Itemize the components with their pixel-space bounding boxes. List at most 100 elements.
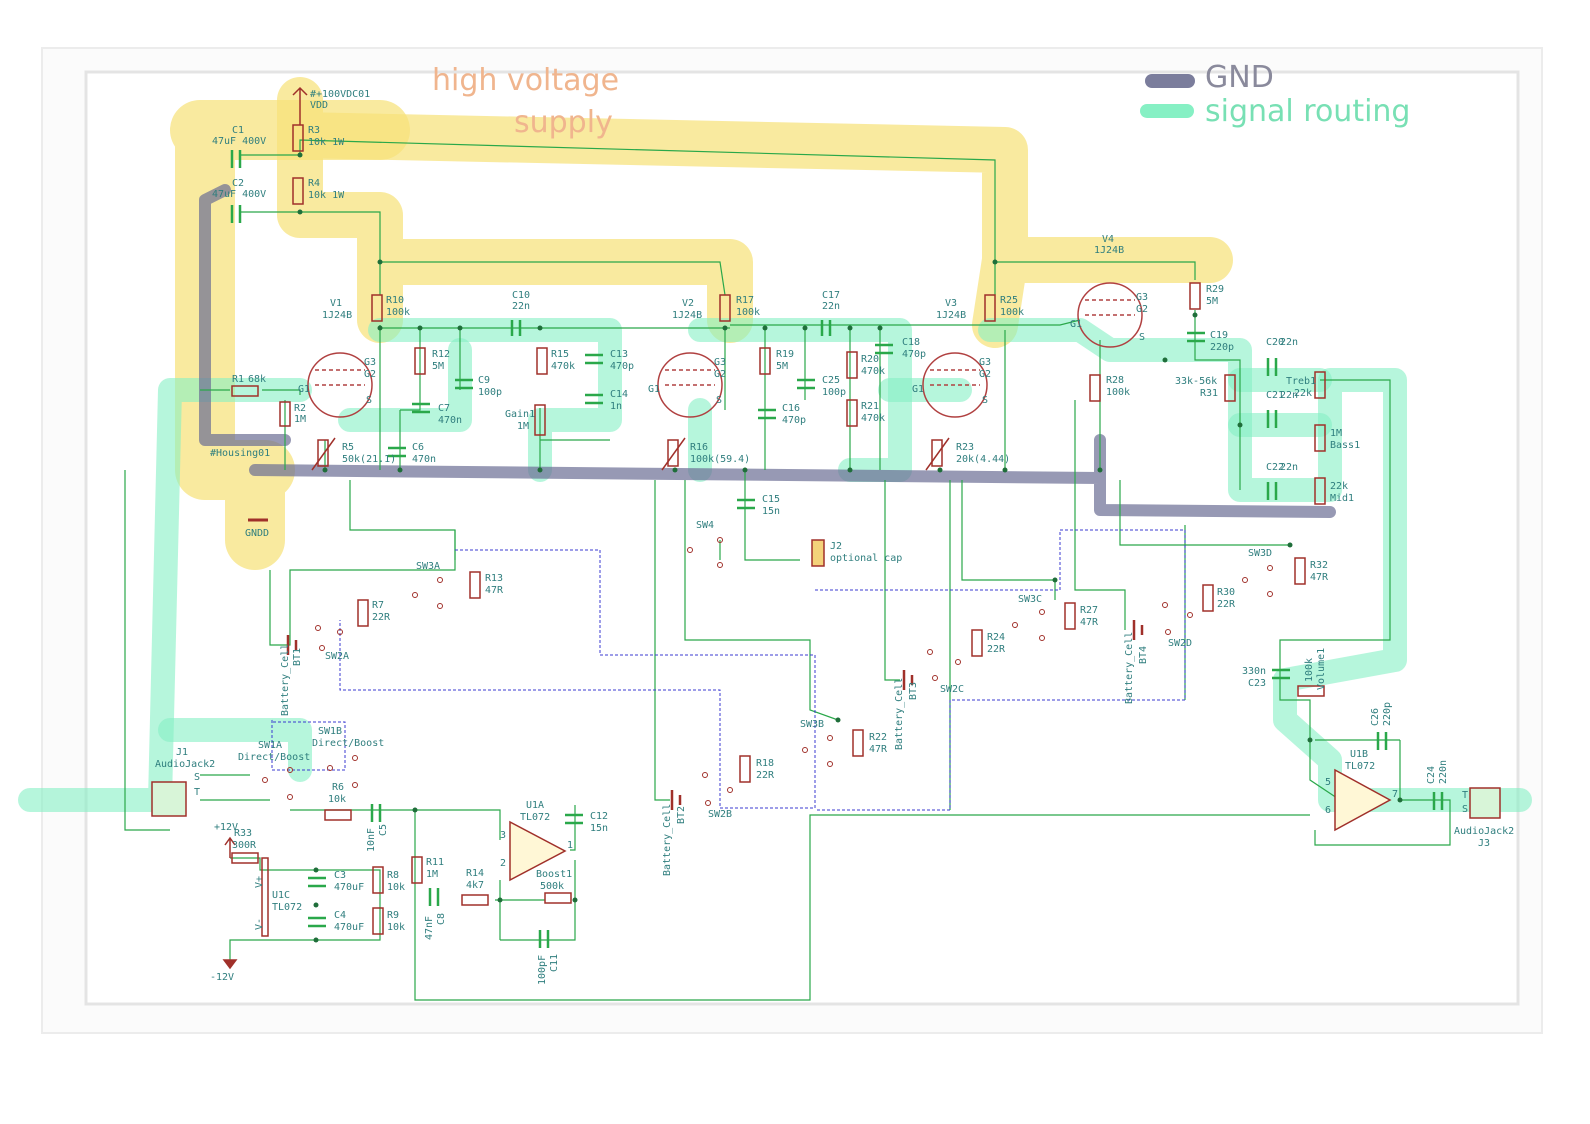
r21-body [846,399,858,427]
c14-val: 1n [610,401,622,412]
treb1-ref: Treb1 [1286,376,1316,387]
hv-title-line2: supply [514,105,613,140]
v4-s: S [1139,332,1145,343]
r28-val: 100k [1106,387,1130,398]
r8-body [372,866,384,894]
c10-val: 22n [512,301,530,312]
r23-ref: R23 [956,442,974,453]
r31-val: 33k-56k [1175,376,1217,387]
c25-val: 100p [822,387,846,398]
c19-ref: C19 [1210,330,1228,341]
c1-ref: C1 [232,125,244,136]
bass1-ref: Bass1 [1330,440,1360,451]
legend-signal-swatch [1140,104,1194,118]
r24-val: 22R [987,644,1006,655]
r16-val: 100k(59.4) [690,454,750,465]
u1a-pin2: 2 [500,858,506,869]
switch-contacts [262,537,1273,806]
v3-s: S [982,395,988,406]
r17-val: 100k [736,307,760,318]
r14-val: 4k7 [466,880,484,891]
v1-g1: G1 [298,384,310,395]
r20-body [846,351,858,379]
r28-body [1089,374,1101,402]
gain1-ref: Gain1 [505,409,535,420]
sw2c-ref: SW2C [940,684,964,695]
r8-ref: R8 [387,870,399,881]
c15-ref: C15 [762,494,780,505]
v4-val: 1J24B [1094,245,1124,256]
v3-g3: G3 [979,357,991,368]
cap-symbols [230,150,1444,948]
r3-body [292,124,304,152]
v2-g3: G3 [714,357,726,368]
bt1-cell: Battery_Cell [280,644,291,716]
r6-ref: R6 [332,782,344,793]
c16-ref: C16 [782,403,800,414]
u1b-triangle [1334,768,1392,832]
u1c-vplus: V+ [254,876,265,888]
v3-g1: G1 [912,384,924,395]
r29-val: 5M [1206,296,1218,307]
c5-ref: C5 [378,824,389,836]
r23-val: 20k(4.44) [956,454,1010,465]
housing-label: #Housing01 [210,448,270,459]
sw2d-ref: SW2D [1168,638,1192,649]
r9-val: 10k [387,922,405,933]
u1c-vminus: V- [254,918,265,930]
r33-val: 300R [232,840,257,851]
c7-ref: C7 [438,403,450,414]
r25-val: 100k [1000,307,1024,318]
r5-body [317,439,329,467]
r7-ref: R7 [372,600,384,611]
c11-ref: C11 [549,954,560,972]
r30-ref: R30 [1217,587,1235,598]
boost1-body [544,892,572,904]
c9-ref: C9 [478,375,490,386]
r11-val: 1M [426,869,438,880]
c22-val: 22n [1280,462,1298,473]
junction-dots [297,152,1403,943]
gndd-label: GNDD [245,528,269,539]
r33-body [231,852,259,864]
vdd-net-label: #+100VDC01 [310,89,370,100]
r20-val: 470k [861,366,885,377]
r5-val: 50k(21.1) [342,454,396,465]
r17-body [719,294,731,322]
c18-ref: C18 [902,337,920,348]
bt3-cell: Battery_Cell [894,678,905,750]
c17-ref: C17 [822,290,840,301]
sw1a-ref: SW1A [258,740,282,751]
c9-val: 100p [478,387,502,398]
u1b-pin7: 7 [1392,789,1398,800]
gain1-val: 1M [517,421,529,432]
c22-ref: C22 [1266,462,1284,473]
j1-val: AudioJack2 [155,759,215,770]
vdd-label: VDD [310,100,328,111]
bass1-val: 1M [1330,428,1342,439]
u1b-pin6: 6 [1325,805,1331,816]
j1-pin-s: S [194,772,200,783]
u1c-ref: U1C [272,890,290,901]
mid1-val: 22k [1330,481,1348,492]
bt2-cell: Battery_Cell [662,804,673,876]
r9-ref: R9 [387,910,399,921]
bt3-ref: BT3 [908,682,919,700]
r4-ref: R4 [308,178,320,189]
sw3d-ref: SW3D [1248,548,1272,559]
r7-body [357,599,369,627]
bt1-ref: BT1 [292,648,303,666]
c26-val: 220p [1382,702,1393,726]
r29-body [1189,282,1201,310]
u1a-val: TL072 [520,812,550,823]
v1-g3: G3 [364,357,376,368]
bt3-sym [902,670,914,690]
c15-val: 15n [762,506,780,517]
r2-val: 1M [294,414,306,425]
c4-val: 470uF [334,922,364,933]
c13-ref: C13 [610,349,628,360]
r3-val: 10k 1W [308,137,345,148]
r21-ref: R21 [861,401,879,412]
r11-ref: R11 [426,857,444,868]
c24-ref: C24 [1426,766,1437,784]
